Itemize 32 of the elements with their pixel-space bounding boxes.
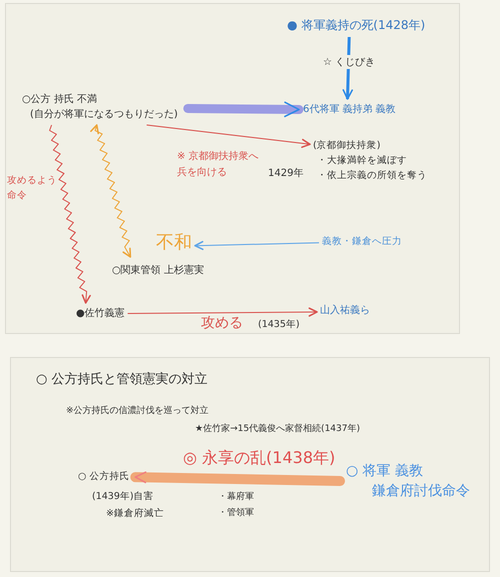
conflict-text: 不和 — [156, 231, 192, 255]
year-text: (1435年) — [258, 318, 300, 331]
section-heading: ○ 公方持氏と管領憲実の対立 — [36, 371, 208, 388]
arrow — [130, 471, 345, 486]
note-text: (自分が将軍になるつもりだった) — [30, 108, 178, 122]
note-text: ※公方持氏の信濃討伐を巡って対立 — [66, 404, 209, 417]
arrow — [90, 124, 132, 258]
event-text: ● 将軍義持の死(1428年) — [287, 17, 426, 34]
person-text: 鎌倉府討伐命令 — [372, 482, 470, 501]
year-text: 1429年 — [268, 167, 304, 180]
note-text: ○公方 持氏 不満 — [22, 92, 98, 107]
note-text: ※鎌倉府滅亡 — [106, 507, 164, 521]
note-text: ★佐竹家→15代義俊へ家督相続(1437年) — [195, 422, 360, 435]
list-item: ・管領軍 — [218, 506, 254, 519]
note-text: 義教・鎌倉へ圧力 — [322, 235, 402, 249]
note-text: (京都御扶持衆) — [313, 139, 380, 153]
note-text: ・依上宗義の所領を奪う — [317, 169, 427, 183]
person-text: ○関東管領 上杉憲実 — [112, 264, 204, 278]
arrow — [194, 240, 320, 250]
arrow — [146, 124, 311, 148]
list-item: ・幕府軍 — [218, 490, 254, 503]
person-text: 山入祐義ら — [320, 304, 370, 318]
person-text: ○ 公方持氏 — [78, 470, 130, 484]
event-text: 6代将軍 義持弟 義教 — [303, 102, 396, 117]
arrow — [127, 307, 318, 317]
note-text: ・大掾満幹を滅ぼす — [317, 154, 407, 168]
note-text: (1439年)自害 — [92, 490, 154, 504]
person-text: ●佐竹義憲 — [76, 306, 125, 321]
arrow — [49, 124, 91, 304]
person-text: ○ 将軍 義教 — [346, 462, 424, 481]
edge-label: 攻める — [200, 314, 244, 332]
arrow — [183, 102, 304, 118]
